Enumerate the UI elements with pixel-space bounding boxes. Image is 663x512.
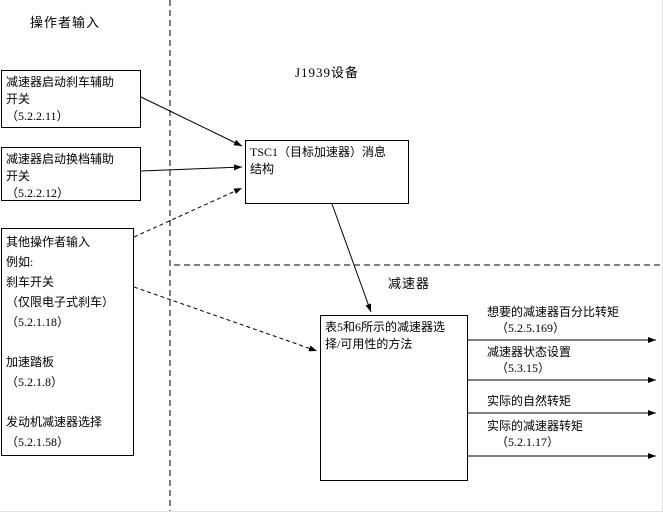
arrow-other-to-method	[133, 286, 318, 352]
shift-assist-switch-box: 减速器启动换档辅助 开关 （5.2.2.12）	[1, 147, 141, 201]
operator-input-label: 操作者输入	[30, 15, 101, 30]
output-label-actual-retarder-torque: 实际的减速器转矩 （5.2.1.17）	[487, 419, 584, 449]
brake-assist-switch-box: 减速器启动刹车辅助 开关 （5.2.2.11）	[1, 70, 141, 128]
retarder-label: 减速器	[388, 276, 431, 291]
arrow-tsc1-to-method	[331, 203, 372, 313]
arrow-brake-to-tsc1	[140, 96, 243, 147]
output-label-retarder-status: 减速器状态设置 （5.3.15）	[487, 345, 572, 375]
output-label-desired-percent-torque: 想要的减速器百分比转矩 （5.2.5.169）	[487, 305, 620, 335]
output-label-actual-natural-torque: 实际的自然转矩	[487, 394, 572, 408]
selection-method-box: 表5和6所示的减速器选 择/可用性的方法	[320, 315, 468, 481]
arrow-other-to-tsc1	[133, 187, 243, 238]
tsc1-message-box: TSC1（目标加速器）消息 结构	[245, 140, 409, 204]
arrow-shift-to-tsc1	[140, 164, 243, 172]
other-operator-inputs-box: 其他操作者输入 例如: 刹车开关 （仅限电子式刹车） （5.2.1.18） 加速…	[1, 228, 134, 456]
j1939-device-label: J1939设备	[295, 65, 360, 80]
